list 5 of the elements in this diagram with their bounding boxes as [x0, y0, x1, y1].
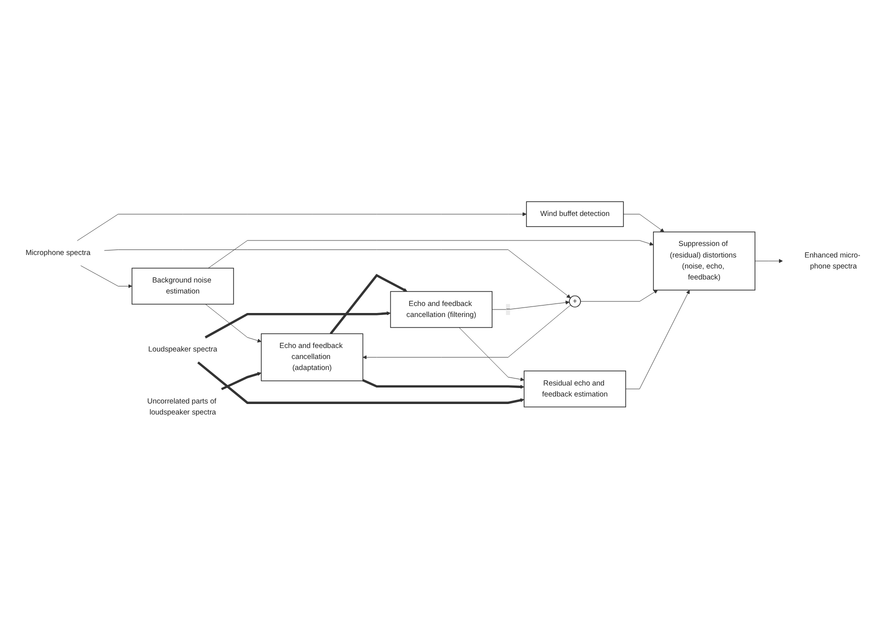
arrow: [197, 361, 524, 404]
arrow: [204, 310, 391, 338]
arrow: [221, 372, 262, 390]
arrow: [330, 273, 408, 334]
arrow: [362, 378, 524, 388]
